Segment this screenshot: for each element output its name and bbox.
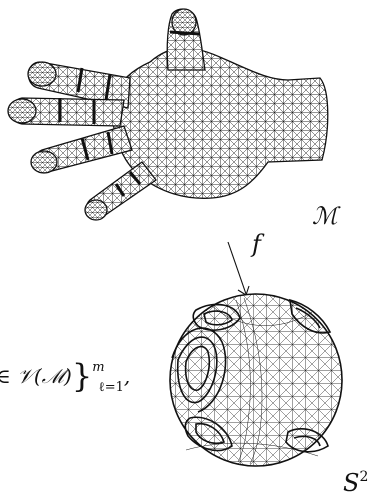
sphere-label: S2 <box>343 470 368 495</box>
vertex-set-expression: ∈ 𝒱(ℳ)}m ℓ=1, <box>0 360 130 394</box>
fingertip-little <box>85 200 107 220</box>
set-expression-prefix: ∈ 𝒱(ℳ) <box>0 364 72 388</box>
hand-mesh <box>8 9 328 220</box>
set-expression-sub: ℓ=1 <box>99 380 124 395</box>
fingertip-middle <box>8 99 36 123</box>
closing-brace: } <box>72 357 92 395</box>
map-arrow <box>228 242 249 295</box>
sphere-label-exponent: 2 <box>359 469 368 485</box>
set-expression-suffix: , <box>124 364 130 388</box>
sphere-label-base: S <box>343 469 359 497</box>
map-label: f <box>252 232 261 256</box>
manifold-label: ℳ <box>312 204 338 228</box>
sphere-mesh <box>170 294 342 466</box>
set-expression-sup: m <box>92 360 104 375</box>
fingertip-ring <box>31 151 57 173</box>
fingertip-index <box>28 62 56 86</box>
